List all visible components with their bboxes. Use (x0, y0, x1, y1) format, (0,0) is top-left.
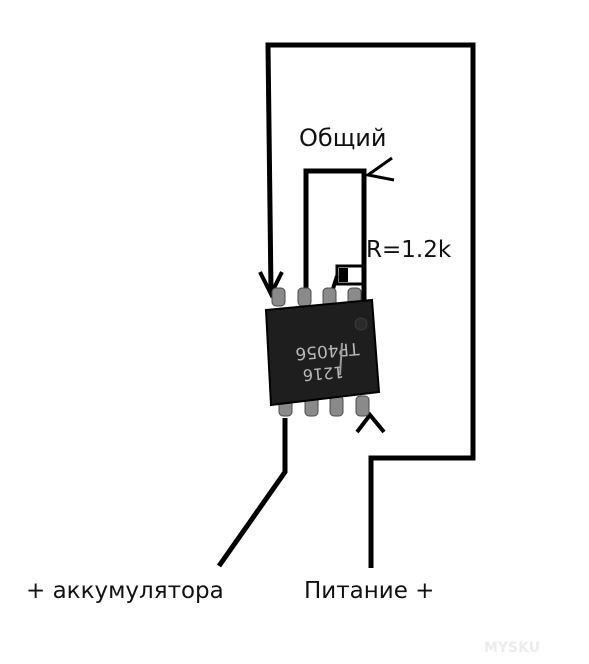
battery-wire (216, 418, 288, 568)
chip-body (264, 298, 381, 407)
pin (297, 287, 312, 307)
common-pointer-icon (364, 156, 395, 182)
chip-pin1-dot (354, 317, 368, 331)
power-arrow-icon (355, 411, 386, 434)
resistor-terminal (339, 268, 348, 282)
chip-logo-mark (339, 342, 343, 376)
pin (355, 395, 370, 417)
chip-date-code: 1216 (302, 362, 344, 384)
common-label: Общий (299, 124, 387, 152)
pin1-arrow-icon (258, 271, 284, 299)
pin (329, 395, 344, 417)
pin (271, 287, 286, 307)
watermark-logo: MYSKU (484, 640, 540, 656)
outer-loop-wire (265, 42, 476, 568)
resistor-label: R=1.2k (366, 237, 452, 263)
common-bridge-wire (303, 168, 367, 300)
power-label: Питание + (304, 578, 435, 604)
battery-label: + аккумулятора (26, 578, 224, 604)
